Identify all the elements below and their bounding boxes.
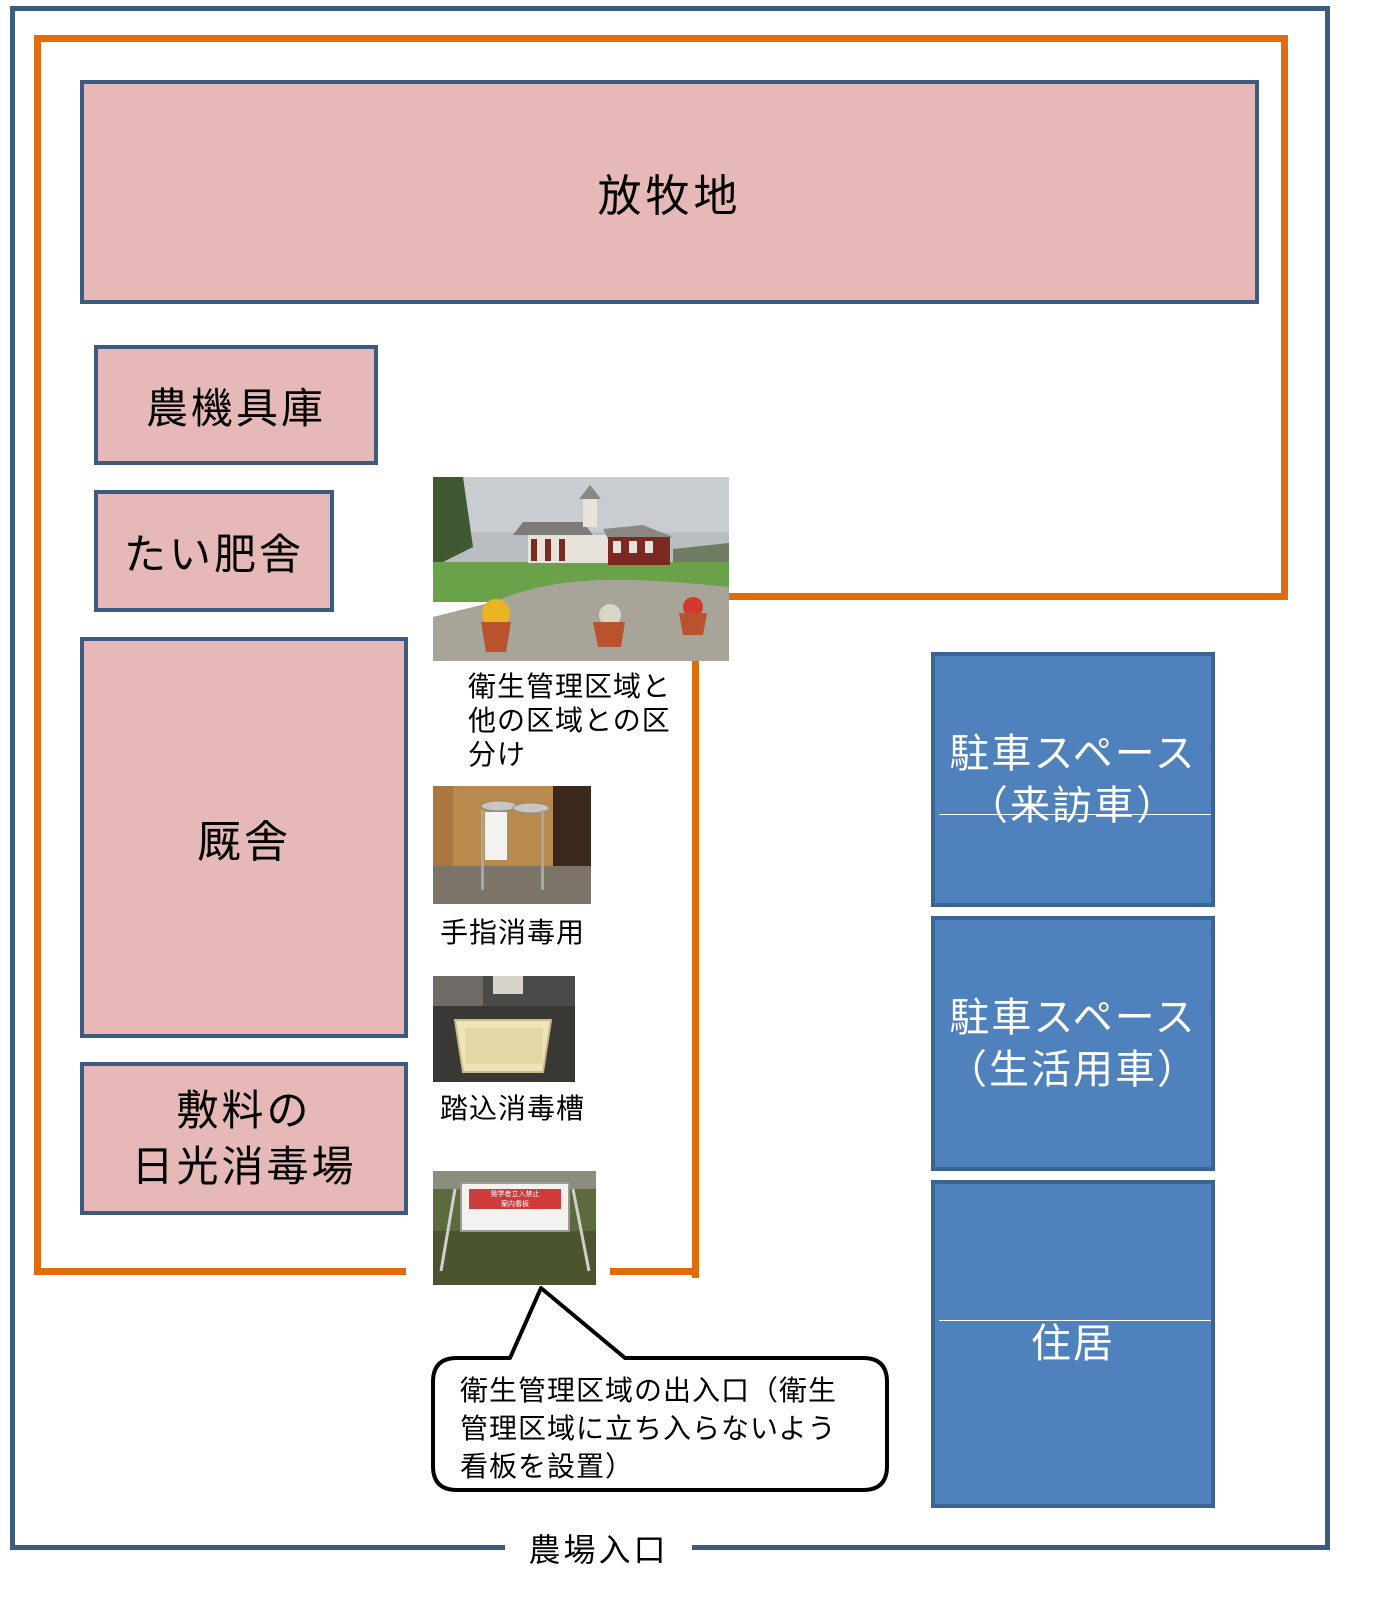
- zone-boundary-caption-line1: 衛生管理区域と: [468, 670, 672, 703]
- residence-label: 住居: [1031, 1321, 1115, 1367]
- farm-equipment-storage-label: 農機具庫: [145, 383, 326, 433]
- hand-disinfection-caption: 手指消毒用: [440, 916, 586, 949]
- bedding-sun-disinfection-area: 敷料の 日光消毒場: [80, 1062, 408, 1215]
- residence: 住居: [931, 1180, 1215, 1508]
- footbath-caption: 踏込消毒槽: [440, 1092, 586, 1125]
- compost-shed-label: たい肥舎: [123, 529, 304, 579]
- visitor-parking-label-line1: 駐車スペース: [949, 730, 1197, 777]
- pasture-label: 放牧地: [597, 171, 742, 222]
- callout-text: 衛生管理区域の出入口（衛生 管理区域に立ち入らないよう 看板を設置）: [460, 1372, 837, 1486]
- pasture-area: 放牧地: [80, 80, 1259, 304]
- callout-line3: 看板を設置）: [460, 1450, 635, 1483]
- private-parking-label-line2: （生活用車）: [947, 1046, 1199, 1093]
- zone-boundary-caption: 衛生管理区域と 他の区域との区 分け: [468, 670, 671, 772]
- zone-boundary-photo: [433, 477, 729, 661]
- barn: 厩舎: [80, 637, 408, 1038]
- footbath-photo: [433, 976, 575, 1082]
- callout-line1: 衛生管理区域の出入口（衛生: [460, 1374, 838, 1407]
- callout-line2: 管理区域に立ち入らないよう: [460, 1412, 837, 1445]
- hand-disinfection-photo: [433, 786, 591, 904]
- signboard-text-line2: 案内看板: [501, 1200, 529, 1208]
- bedding-label-line2: 日光消毒場: [131, 1141, 357, 1191]
- farm-equipment-storage: 農機具庫: [94, 345, 378, 465]
- visitor-parking: 駐車スペース （来訪車）: [931, 652, 1215, 907]
- signboard-text: 発学者立入禁止 案内看板: [469, 1189, 561, 1209]
- callout-bubble: [431, 1286, 889, 1492]
- private-parking: 駐車スペース （生活用車）: [931, 916, 1215, 1171]
- compost-shed: たい肥舎: [94, 490, 334, 612]
- zone-boundary-caption-line2: 他の区域との区: [468, 704, 671, 737]
- signboard-photo: 発学者立入禁止 案内看板: [433, 1171, 596, 1285]
- divider-line: [939, 1320, 1211, 1321]
- farm-entrance-label: 農場入口: [505, 1530, 692, 1570]
- zone-boundary-caption-line3: 分け: [468, 738, 527, 771]
- signboard-text-line1: 発学者立入禁止: [490, 1190, 540, 1198]
- bedding-label-line1: 敷料の: [176, 1085, 312, 1135]
- barn-label: 厩舎: [197, 816, 291, 868]
- visitor-parking-label-line2: （来訪車）: [968, 782, 1178, 829]
- private-parking-label-line1: 駐車スペース: [949, 994, 1197, 1041]
- divider-line: [939, 814, 1211, 815]
